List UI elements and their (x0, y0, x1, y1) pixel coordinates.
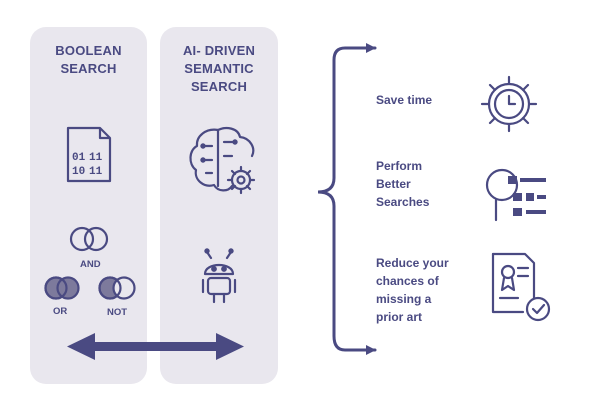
certificate-check-icon (491, 252, 551, 322)
upper-arrowhead (366, 43, 376, 53)
boolean-search-title: BOOLEAN SEARCH (55, 43, 122, 76)
venn-and-icon (69, 226, 109, 252)
curly-brace-connector (317, 46, 377, 352)
ai-search-panel (160, 27, 278, 384)
binary-row2-right: 11 (89, 166, 103, 178)
benefit-reduce-risk-label: Reduce your chances of missing a prior a… (376, 256, 449, 324)
benefit-better-searches-label: Perform Better Searches (376, 159, 430, 209)
binary-document-icon: 01 11 10 11 (66, 126, 112, 183)
not-label: NOT (107, 307, 128, 318)
robot-icon (201, 248, 237, 304)
benefit-save-time-label: Save time (376, 93, 433, 107)
boolean-search-panel (30, 27, 147, 384)
venn-not-icon (98, 276, 136, 300)
ai-search-title: AI- DRIVEN SEMANTIC SEARCH (182, 43, 256, 94)
double-arrow-icon (67, 333, 244, 360)
lower-arrowhead (366, 345, 376, 355)
search-checklist-icon (485, 168, 546, 222)
and-label: AND (80, 259, 101, 270)
binary-row1-right: 11 (89, 152, 103, 164)
clock-gear-icon (480, 75, 538, 133)
binary-row1-left: 01 (72, 152, 86, 164)
or-label: OR (53, 306, 68, 317)
venn-or-icon (44, 276, 80, 300)
brain-gear-icon (189, 126, 256, 195)
binary-row2-left: 10 (72, 166, 85, 178)
